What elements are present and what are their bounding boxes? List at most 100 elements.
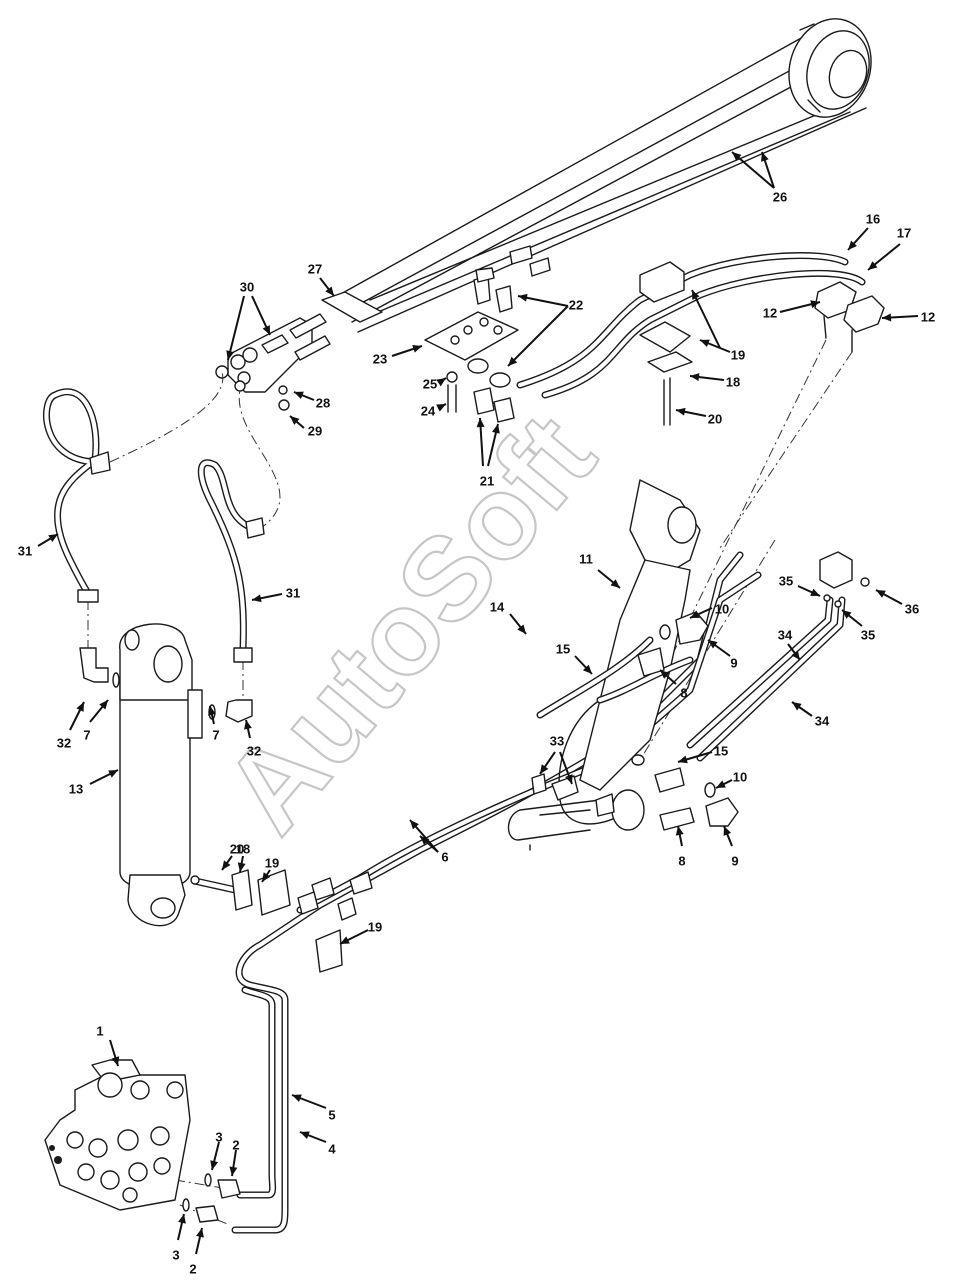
callout-number: 7	[83, 727, 90, 742]
callout-33: 33	[539, 733, 573, 785]
callout-27: 27	[308, 261, 335, 297]
callout-number: 34	[815, 713, 830, 728]
callout-3: 3	[172, 1213, 186, 1262]
callout-11: 11	[579, 551, 621, 589]
arrow-head	[868, 261, 878, 270]
callout-17: 17	[867, 225, 911, 271]
callout-25: 25	[423, 376, 447, 391]
arrow-head	[690, 373, 700, 382]
mounting-bracket-assembly	[424, 245, 551, 423]
callout-8: 8	[659, 669, 688, 700]
callout-6: 6	[409, 819, 449, 864]
callout-12: 12	[881, 309, 935, 324]
callout-number: 7	[212, 727, 219, 742]
arrow-head	[708, 640, 718, 649]
arrow-head	[476, 418, 485, 428]
callout-number: 3	[172, 1247, 179, 1262]
callout-13: 13	[69, 769, 119, 796]
callout-19: 19	[261, 855, 279, 883]
lower-clamp-hardware	[190, 869, 343, 973]
callout-26: 26	[731, 151, 787, 204]
callout-14: 14	[490, 599, 527, 635]
callout-number: 19	[265, 855, 279, 870]
callout-number: 32	[57, 735, 71, 750]
arrow-head	[842, 610, 852, 619]
callout-12: 12	[763, 300, 821, 320]
callout-8: 8	[675, 825, 686, 868]
boom-belt-assembly	[329, 18, 872, 333]
upper-hose-routing	[516, 252, 866, 426]
callout-number: 32	[247, 743, 261, 758]
arrow-head	[582, 664, 592, 674]
arrow-head	[517, 624, 526, 634]
callout-28: 28	[293, 391, 330, 410]
arrow-head	[294, 391, 304, 400]
callout-number: 2	[232, 1137, 239, 1152]
callout-number: 24	[421, 403, 436, 418]
arrow-head	[761, 152, 769, 162]
callout-number: 18	[236, 841, 250, 856]
callout-number: 19	[368, 919, 382, 934]
callout-20: 20	[675, 407, 722, 426]
callout-number: 12	[763, 305, 777, 320]
callout-4: 4	[299, 1131, 336, 1156]
arrow-head	[810, 300, 820, 309]
arrow-head	[292, 1094, 302, 1102]
arrow-head	[610, 579, 620, 588]
callout-number: 13	[69, 781, 83, 796]
leader-arrow	[691, 289, 721, 349]
arrow-head	[540, 764, 549, 774]
callout-22: 22	[507, 293, 583, 367]
arrow-head	[732, 152, 742, 161]
arrow-head	[716, 780, 726, 788]
callout-number: 27	[308, 261, 322, 276]
arrow-head	[76, 702, 84, 712]
callout-21: 21	[476, 417, 500, 488]
callout-number: 9	[730, 655, 737, 670]
arrow-head	[178, 1214, 186, 1224]
callout-number: 21	[480, 473, 494, 488]
leader-arrow	[227, 295, 245, 361]
callout-number: 20	[230, 841, 244, 856]
arrow-head	[436, 378, 446, 387]
callout-number: 5	[328, 1107, 335, 1122]
tubes-and-block	[686, 551, 870, 762]
arrow-head	[791, 650, 800, 660]
callout-number: 18	[726, 374, 740, 389]
leader-arrow	[731, 151, 775, 189]
arrow-head	[508, 356, 518, 366]
frame-casting	[507, 479, 701, 851]
callout-number: 10	[715, 601, 729, 616]
arrow-head	[237, 862, 246, 872]
arrow-head	[48, 534, 58, 543]
tee-fittings-upper-right	[814, 281, 885, 353]
callout-29: 29	[289, 415, 322, 438]
callout-number: 8	[678, 853, 685, 868]
arrow-head	[229, 1166, 238, 1176]
arrow-head	[262, 872, 271, 882]
arrow-head	[111, 1056, 120, 1066]
callout-number: 2	[189, 1261, 196, 1276]
callout-number: 16	[866, 211, 880, 226]
arrow-head	[810, 588, 820, 596]
arrow-head	[492, 424, 500, 434]
callout-20: 20	[221, 841, 244, 871]
arrow-head	[325, 286, 334, 296]
callout-number: 6	[441, 849, 448, 864]
callout-number: 26	[773, 189, 787, 204]
arrow-head	[196, 1228, 204, 1238]
callout-36: 36	[875, 589, 919, 616]
callout-number: 23	[373, 351, 387, 366]
arrow-head	[108, 770, 118, 778]
cylinder-hoses	[42, 388, 265, 663]
arrow-head	[210, 1160, 219, 1170]
callout-31: 31	[18, 533, 59, 558]
callout-number: 31	[18, 543, 32, 558]
callout-7: 7	[208, 705, 220, 742]
arrow-head	[690, 610, 700, 618]
callout-3: 3	[210, 1129, 223, 1171]
callout-number: 3	[215, 1129, 222, 1144]
arrow-head	[290, 416, 300, 425]
arrow-head	[99, 700, 108, 710]
